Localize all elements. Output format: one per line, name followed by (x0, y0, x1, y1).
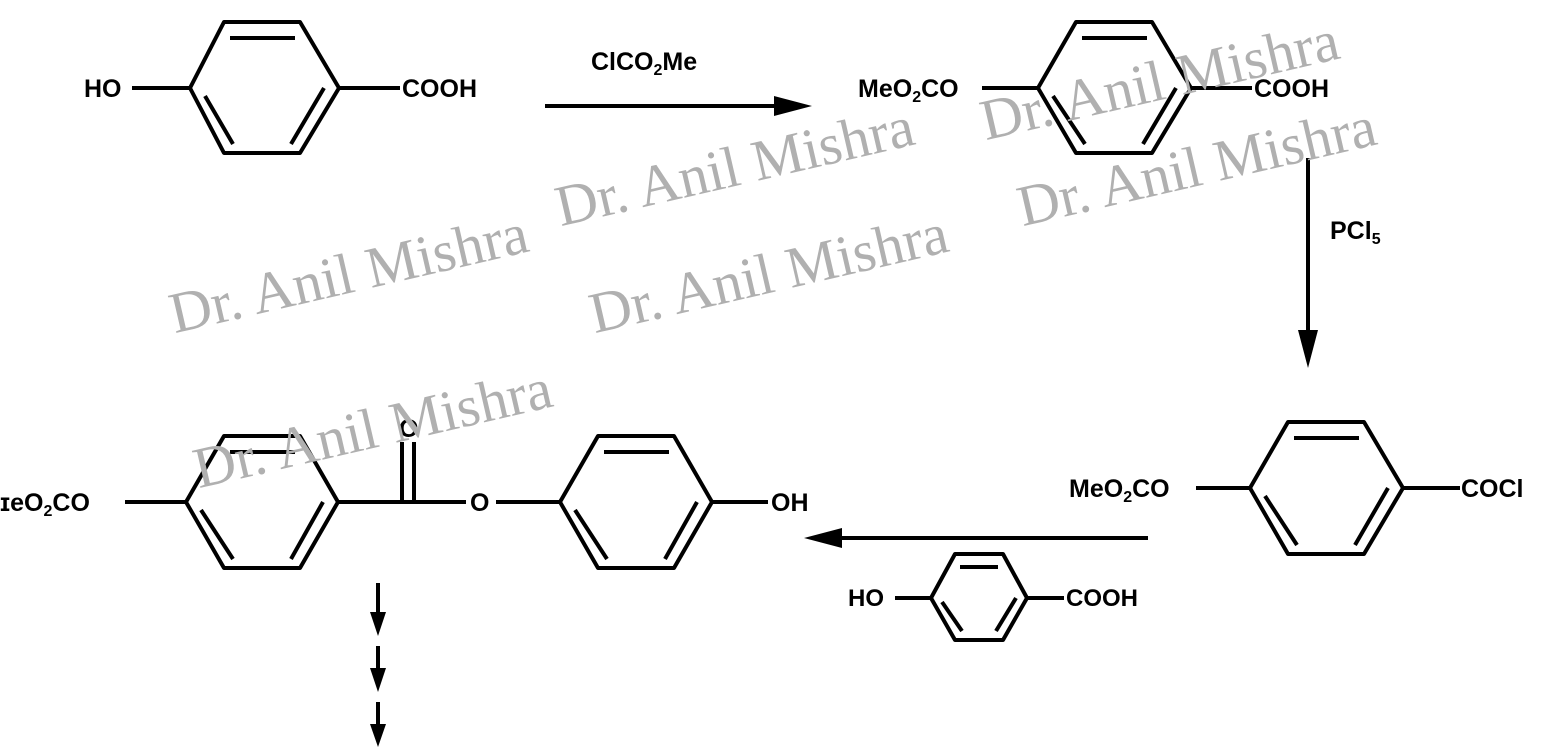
double-bond (203, 94, 235, 146)
double-bond (289, 501, 325, 560)
reaction-arrow-1 (545, 96, 812, 116)
continuation-arrows (370, 583, 386, 747)
double-bond (663, 501, 699, 560)
compound-hydroxybenzoic-acid-1 (132, 20, 400, 155)
double-bond (1263, 494, 1299, 547)
arrowhead (804, 528, 842, 548)
compound-ester-product (125, 434, 768, 570)
label-cooh-3: COOH (1066, 585, 1138, 612)
double-bond (1353, 486, 1390, 547)
double-bond (573, 508, 609, 561)
label-meo2co-1: MeO2CO (858, 75, 959, 106)
benzene-ring (188, 20, 341, 155)
double-bond (940, 600, 964, 633)
arrowhead (1298, 330, 1318, 368)
label-meo2co-3: ɪeO2CO (0, 489, 90, 520)
label-cocl: COCl (1461, 475, 1524, 503)
benzene-ring (1036, 20, 1193, 155)
benzene-ring-right (558, 434, 714, 570)
double-bond (199, 508, 235, 561)
label-carbonyl-o: O (399, 415, 419, 443)
label-oh: OH (771, 489, 809, 517)
compound-hydroxybenzoic-acid-2 (895, 552, 1064, 642)
double-bond (994, 596, 1018, 633)
label-ho-1: HO (84, 75, 122, 103)
arrowhead (774, 96, 812, 116)
reagent-pcl5: PCl5 (1330, 217, 1381, 248)
label-ho-2: HO (848, 585, 884, 612)
double-bond (289, 86, 326, 146)
compound-acid-chloride (1196, 420, 1460, 556)
label-meo2co-2: MeO2CO (1069, 475, 1170, 506)
label-cooh-2: COOH (1254, 75, 1329, 103)
reagent-clco2me: ClCO2Me (591, 48, 698, 79)
benzene-ring-left (184, 434, 340, 570)
reaction-arrow-2 (1298, 158, 1318, 368)
benzene-ring (1248, 420, 1405, 556)
label-ester-o: O (470, 489, 490, 517)
compound-methyl-carbonate-benzoic-acid (982, 20, 1252, 155)
double-bond (1051, 94, 1087, 146)
label-cooh-1: COOH (402, 75, 477, 103)
double-bond (1141, 86, 1178, 146)
reaction-arrow-3 (804, 528, 1148, 548)
